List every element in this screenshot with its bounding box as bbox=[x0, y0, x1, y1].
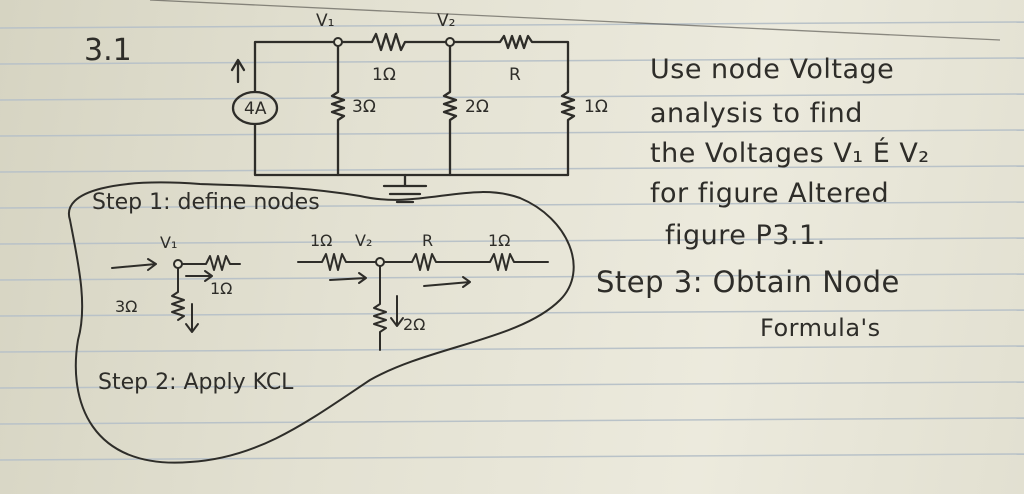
problem-number: 3.1 bbox=[84, 33, 132, 68]
step-blob-outline bbox=[67, 181, 575, 464]
step1-v2-right-res1-label: R bbox=[422, 231, 433, 250]
ground-icon bbox=[382, 173, 428, 204]
step1-v1-down-res-label: 3Ω bbox=[115, 297, 137, 316]
instruction-line-2: analysis to find bbox=[650, 98, 863, 129]
node-label-v2: V₂ bbox=[437, 11, 455, 31]
v2-in-arrow-icon bbox=[329, 272, 367, 284]
step1-v2-left-res-label: 1Ω bbox=[310, 231, 332, 250]
step3-title: Step 3: Obtain Node bbox=[596, 265, 900, 299]
v1-out-arrow-icon bbox=[185, 270, 213, 282]
resistor-R-series bbox=[448, 34, 570, 84]
instruction-line-4: for figure Altered bbox=[650, 178, 890, 209]
v1-wire-down bbox=[171, 263, 185, 321]
current-source-4A bbox=[231, 90, 279, 126]
label-1ohm-series: 1Ω bbox=[372, 65, 396, 85]
v2-left-res bbox=[297, 253, 381, 271]
resistor-2ohm bbox=[442, 40, 458, 177]
v2-down-arrow-icon bbox=[390, 295, 404, 327]
step1-v2-right-res2-label: 1Ω bbox=[488, 231, 510, 250]
instruction-line-5: figure P3.1. bbox=[665, 220, 826, 251]
resistor-1ohm-series bbox=[336, 32, 452, 52]
step1-v2-down-res-label: 2Ω bbox=[403, 315, 425, 334]
source-label: 4A bbox=[244, 99, 267, 119]
resistor-3ohm bbox=[330, 40, 346, 177]
step1-v2-label: V₂ bbox=[355, 231, 372, 250]
node-label-v1: V₁ bbox=[316, 11, 334, 31]
label-R: R bbox=[509, 65, 521, 85]
step1-node-v2-dot bbox=[375, 257, 385, 267]
step3-subtitle: Formula's bbox=[760, 314, 881, 342]
label-1ohm-shunt: 1Ω bbox=[584, 97, 608, 117]
source-arrow-icon bbox=[230, 58, 246, 84]
step2-title: Step 2: Apply KCL bbox=[98, 370, 294, 395]
step1-title: Step 1: define nodes bbox=[92, 190, 320, 215]
instruction-line-3: the Voltages V₁ É V₂ bbox=[650, 138, 930, 169]
v2-right-res1 bbox=[379, 253, 481, 271]
v2-right-res2 bbox=[479, 253, 549, 271]
instruction-line-1: Use node Voltage bbox=[650, 54, 895, 85]
wire-top-left bbox=[253, 40, 340, 94]
node-v2-dot bbox=[445, 37, 455, 47]
step1-v1-right-res-label: 1Ω bbox=[210, 279, 232, 298]
v1-wire-right bbox=[177, 255, 241, 271]
label-3ohm: 3Ω bbox=[352, 97, 376, 117]
v1-in-arrow-icon bbox=[111, 258, 157, 271]
v2-out-arrow-icon bbox=[423, 276, 471, 288]
label-2ohm: 2Ω bbox=[465, 97, 489, 117]
node-v1-dot bbox=[333, 37, 343, 47]
v1-down-arrow-icon bbox=[185, 303, 199, 333]
resistor-1ohm-shunt bbox=[560, 80, 576, 177]
wire-bottom bbox=[253, 122, 570, 177]
step1-v1-label: V₁ bbox=[160, 233, 177, 252]
v2-wire-down bbox=[373, 261, 387, 351]
step1-node-v1-dot bbox=[173, 259, 183, 269]
